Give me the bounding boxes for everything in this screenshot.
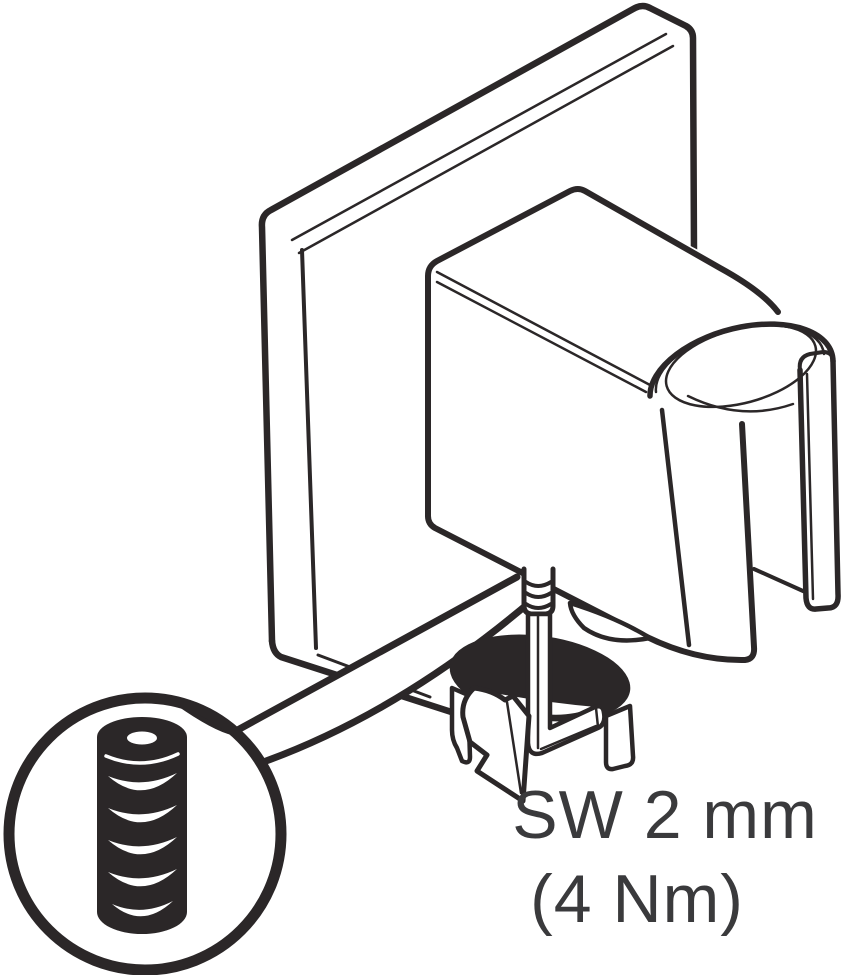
clip-ring-inner: [664, 323, 818, 409]
callout-lower-line: [262, 598, 534, 765]
labels: SW 2 mm (4 Nm): [512, 777, 817, 937]
right-prong-edge-line: [805, 372, 815, 601]
wall-plate-bottom-edge: [268, 637, 474, 722]
wall-plate-left-bevel: [300, 248, 318, 650]
fork-saddle-edge: [752, 567, 805, 593]
grub-screw-thread-2: [524, 591, 553, 599]
holder-chamfer-1: [435, 270, 652, 387]
wall-plate-top-bevel-1: [290, 32, 668, 242]
grub-screw-thread-3: [524, 602, 553, 610]
holder-outline-bottom: [425, 421, 758, 664]
wrench-size-label: SW 2 mm: [512, 777, 817, 853]
grub-screw-thread-1: [524, 580, 553, 588]
wall-plate-top-bevel-2: [297, 44, 675, 255]
wall-plate-outline: [258, 2, 698, 645]
shower-holder: [425, 186, 841, 664]
magnifier-detail: [3, 692, 287, 975]
screw-neck-line: [104, 752, 180, 765]
holder-chamfer-2: [435, 280, 648, 394]
rotation-arrow-front: [449, 685, 636, 804]
right-prong-top-bevel: [797, 350, 835, 372]
rotation-band-right-wall: [603, 703, 636, 772]
screw-thread-3: [108, 837, 177, 855]
magnifier-circle: [3, 692, 287, 975]
rotation-arrowhead: [460, 685, 532, 804]
screw-thread-1: [108, 773, 177, 791]
holder-outline-top: [425, 186, 781, 519]
grub-screw: [521, 566, 556, 617]
right-prong-outline: [797, 358, 841, 612]
magnified-grub-screw: [97, 717, 187, 934]
holder-fill: [428, 189, 838, 660]
screw-thread-5: [112, 901, 173, 917]
screw-thread-2: [108, 805, 177, 823]
rotation-arrowhead-fold: [505, 700, 523, 795]
holder-underside-sliver: [567, 600, 653, 643]
holder-crease-line: [659, 407, 692, 648]
screw-socket-hole: [127, 731, 157, 745]
clip-ring-bore: [686, 394, 795, 413]
hex-key-edge-arm: [539, 724, 598, 751]
screw-thread-4: [108, 869, 177, 887]
hex-key-tip-edge: [594, 706, 600, 729]
torque-label: (4 Nm): [530, 861, 744, 937]
wall-plate: [258, 2, 698, 722]
screw-body: [97, 737, 187, 934]
